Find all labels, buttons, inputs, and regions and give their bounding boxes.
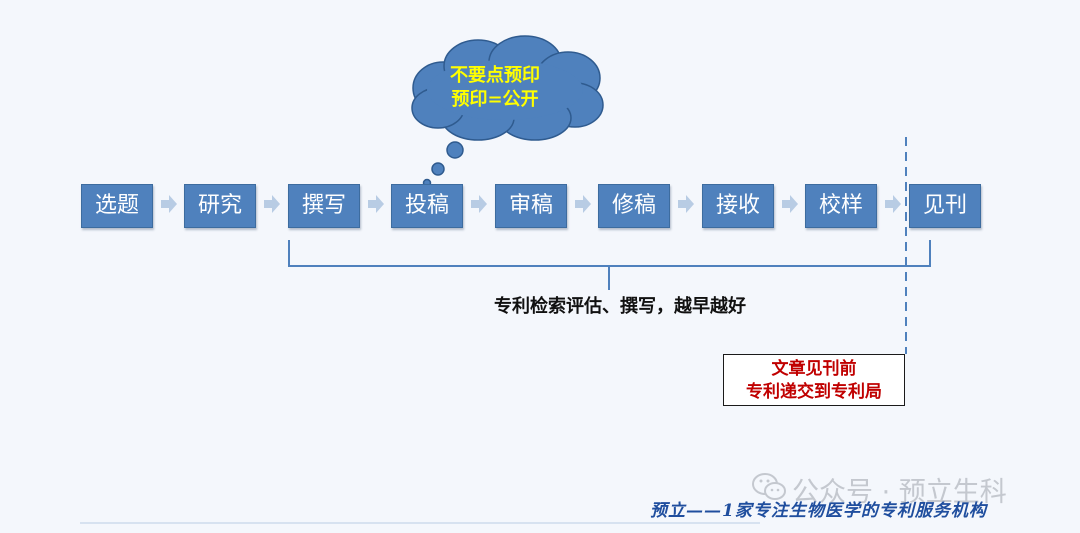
step-publication: 见刊 xyxy=(909,184,981,228)
brace xyxy=(288,240,931,290)
right-arrow-icon xyxy=(264,195,280,213)
deadline-line-1: 文章见刊前 xyxy=(771,359,857,379)
callout-line-2: 预印=公开 xyxy=(451,89,539,110)
watermark-text: 公众号 · 预立生科 xyxy=(792,477,1007,508)
callout-text: 不要点预印 预印=公开 xyxy=(420,64,570,112)
right-arrow-icon xyxy=(885,195,901,213)
callout-line-1: 不要点预印 xyxy=(450,65,540,86)
right-arrow-icon xyxy=(782,195,798,213)
step-proofing: 校样 xyxy=(805,184,877,228)
step-writing: 撰写 xyxy=(288,184,360,228)
right-arrow-icon xyxy=(368,195,384,213)
step-review: 审稿 xyxy=(495,184,567,228)
deadline-box: 文章见刊前 专利递交到专利局 xyxy=(723,354,905,406)
footer-tagline: 预立——1家专注生物医学的专利服务机构 xyxy=(650,501,987,521)
wechat-icon xyxy=(752,473,786,500)
deadline-line-2: 专利递交到专利局 xyxy=(746,382,882,402)
step-submission: 投稿 xyxy=(391,184,463,228)
step-revision: 修稿 xyxy=(598,184,670,228)
step-research: 研究 xyxy=(184,184,256,228)
brace-label: 专利检索评估、撰写，越早越好 xyxy=(494,296,746,317)
right-arrow-icon xyxy=(575,195,591,213)
step-acceptance: 接收 xyxy=(702,184,774,228)
right-arrow-icon xyxy=(161,195,177,213)
step-topic-selection: 选题 xyxy=(81,184,153,228)
right-arrow-icon xyxy=(471,195,487,213)
right-arrow-icon xyxy=(678,195,694,213)
